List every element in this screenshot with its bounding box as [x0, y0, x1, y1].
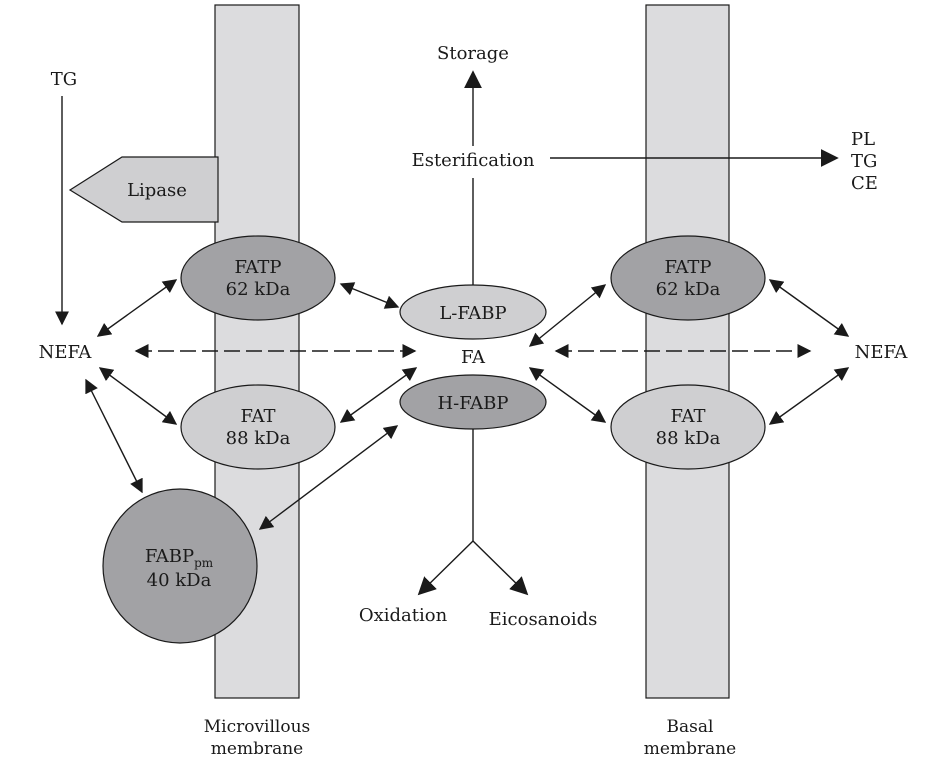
arrow-nefa-fat-left	[98, 367, 178, 425]
hfabp-name: H-FABP	[437, 393, 508, 414]
nefa-left-label: NEFA	[39, 342, 93, 363]
fatp-right-name: FATP	[664, 257, 711, 278]
arrow-fatp-right-nefa	[768, 279, 850, 337]
fabppm-name: FABPpm	[145, 546, 214, 570]
fat-left-size: 88 kDa	[226, 428, 291, 449]
fat-right-name: FAT	[671, 406, 706, 427]
arrow-fat-left-fa	[339, 367, 418, 423]
fat-left-ellipse	[180, 384, 336, 470]
fatp-left-name: FATP	[234, 257, 281, 278]
oxidation-label: Oxidation	[359, 605, 448, 626]
basal-membrane-caption-line2: membrane	[644, 739, 736, 759]
product-ce-label: CE	[851, 173, 878, 194]
product-tg-label: TG	[851, 151, 877, 172]
lipase-label: Lipase	[127, 180, 187, 201]
fabppm-name-subscript: pm	[194, 556, 214, 570]
fatp-right-ellipse	[610, 235, 766, 321]
fatp-left-size: 62 kDa	[226, 279, 291, 300]
esterification-label: Esterification	[412, 150, 535, 171]
fat-left-name: FAT	[241, 406, 276, 427]
tg-input-label: TG	[51, 69, 77, 90]
arrow-fatp-left-lfabp	[339, 282, 400, 309]
basal-membrane-caption-line1: Basal	[667, 717, 714, 737]
arrow-fat-right-nefa	[768, 367, 850, 425]
arrow-fa-fat-right	[528, 367, 607, 423]
fa-label: FA	[461, 347, 486, 368]
product-pl-label: PL	[851, 129, 875, 150]
eicosanoids-label: Eicosanoids	[489, 609, 598, 630]
fabppm-size: 40 kDa	[147, 570, 212, 591]
fatp-left-ellipse	[180, 235, 336, 321]
fabppm-name-main: FABP	[145, 546, 194, 567]
arrow-fabppm-hfabp	[258, 425, 399, 530]
arrow-to-oxidation	[417, 540, 474, 596]
arrow-nefa-fabppm	[85, 378, 143, 494]
fatp-right-size: 62 kDa	[656, 279, 721, 300]
microvillous-membrane-caption-line2: membrane	[211, 739, 303, 759]
storage-label: Storage	[437, 43, 509, 64]
fat-right-ellipse	[610, 384, 766, 470]
lipase-shape	[68, 156, 219, 223]
fat-right-size: 88 kDa	[656, 428, 721, 449]
arrow-nefa-fatp-left	[96, 279, 178, 337]
arrow-fa-fatp-right	[528, 284, 607, 347]
lfabp-name: L-FABP	[439, 303, 506, 324]
nefa-right-label: NEFA	[855, 342, 909, 363]
arrow-to-eicosanoids	[472, 540, 529, 596]
fabppm-circle	[102, 488, 258, 644]
microvillous-membrane-caption-line1: Microvillous	[204, 717, 311, 737]
